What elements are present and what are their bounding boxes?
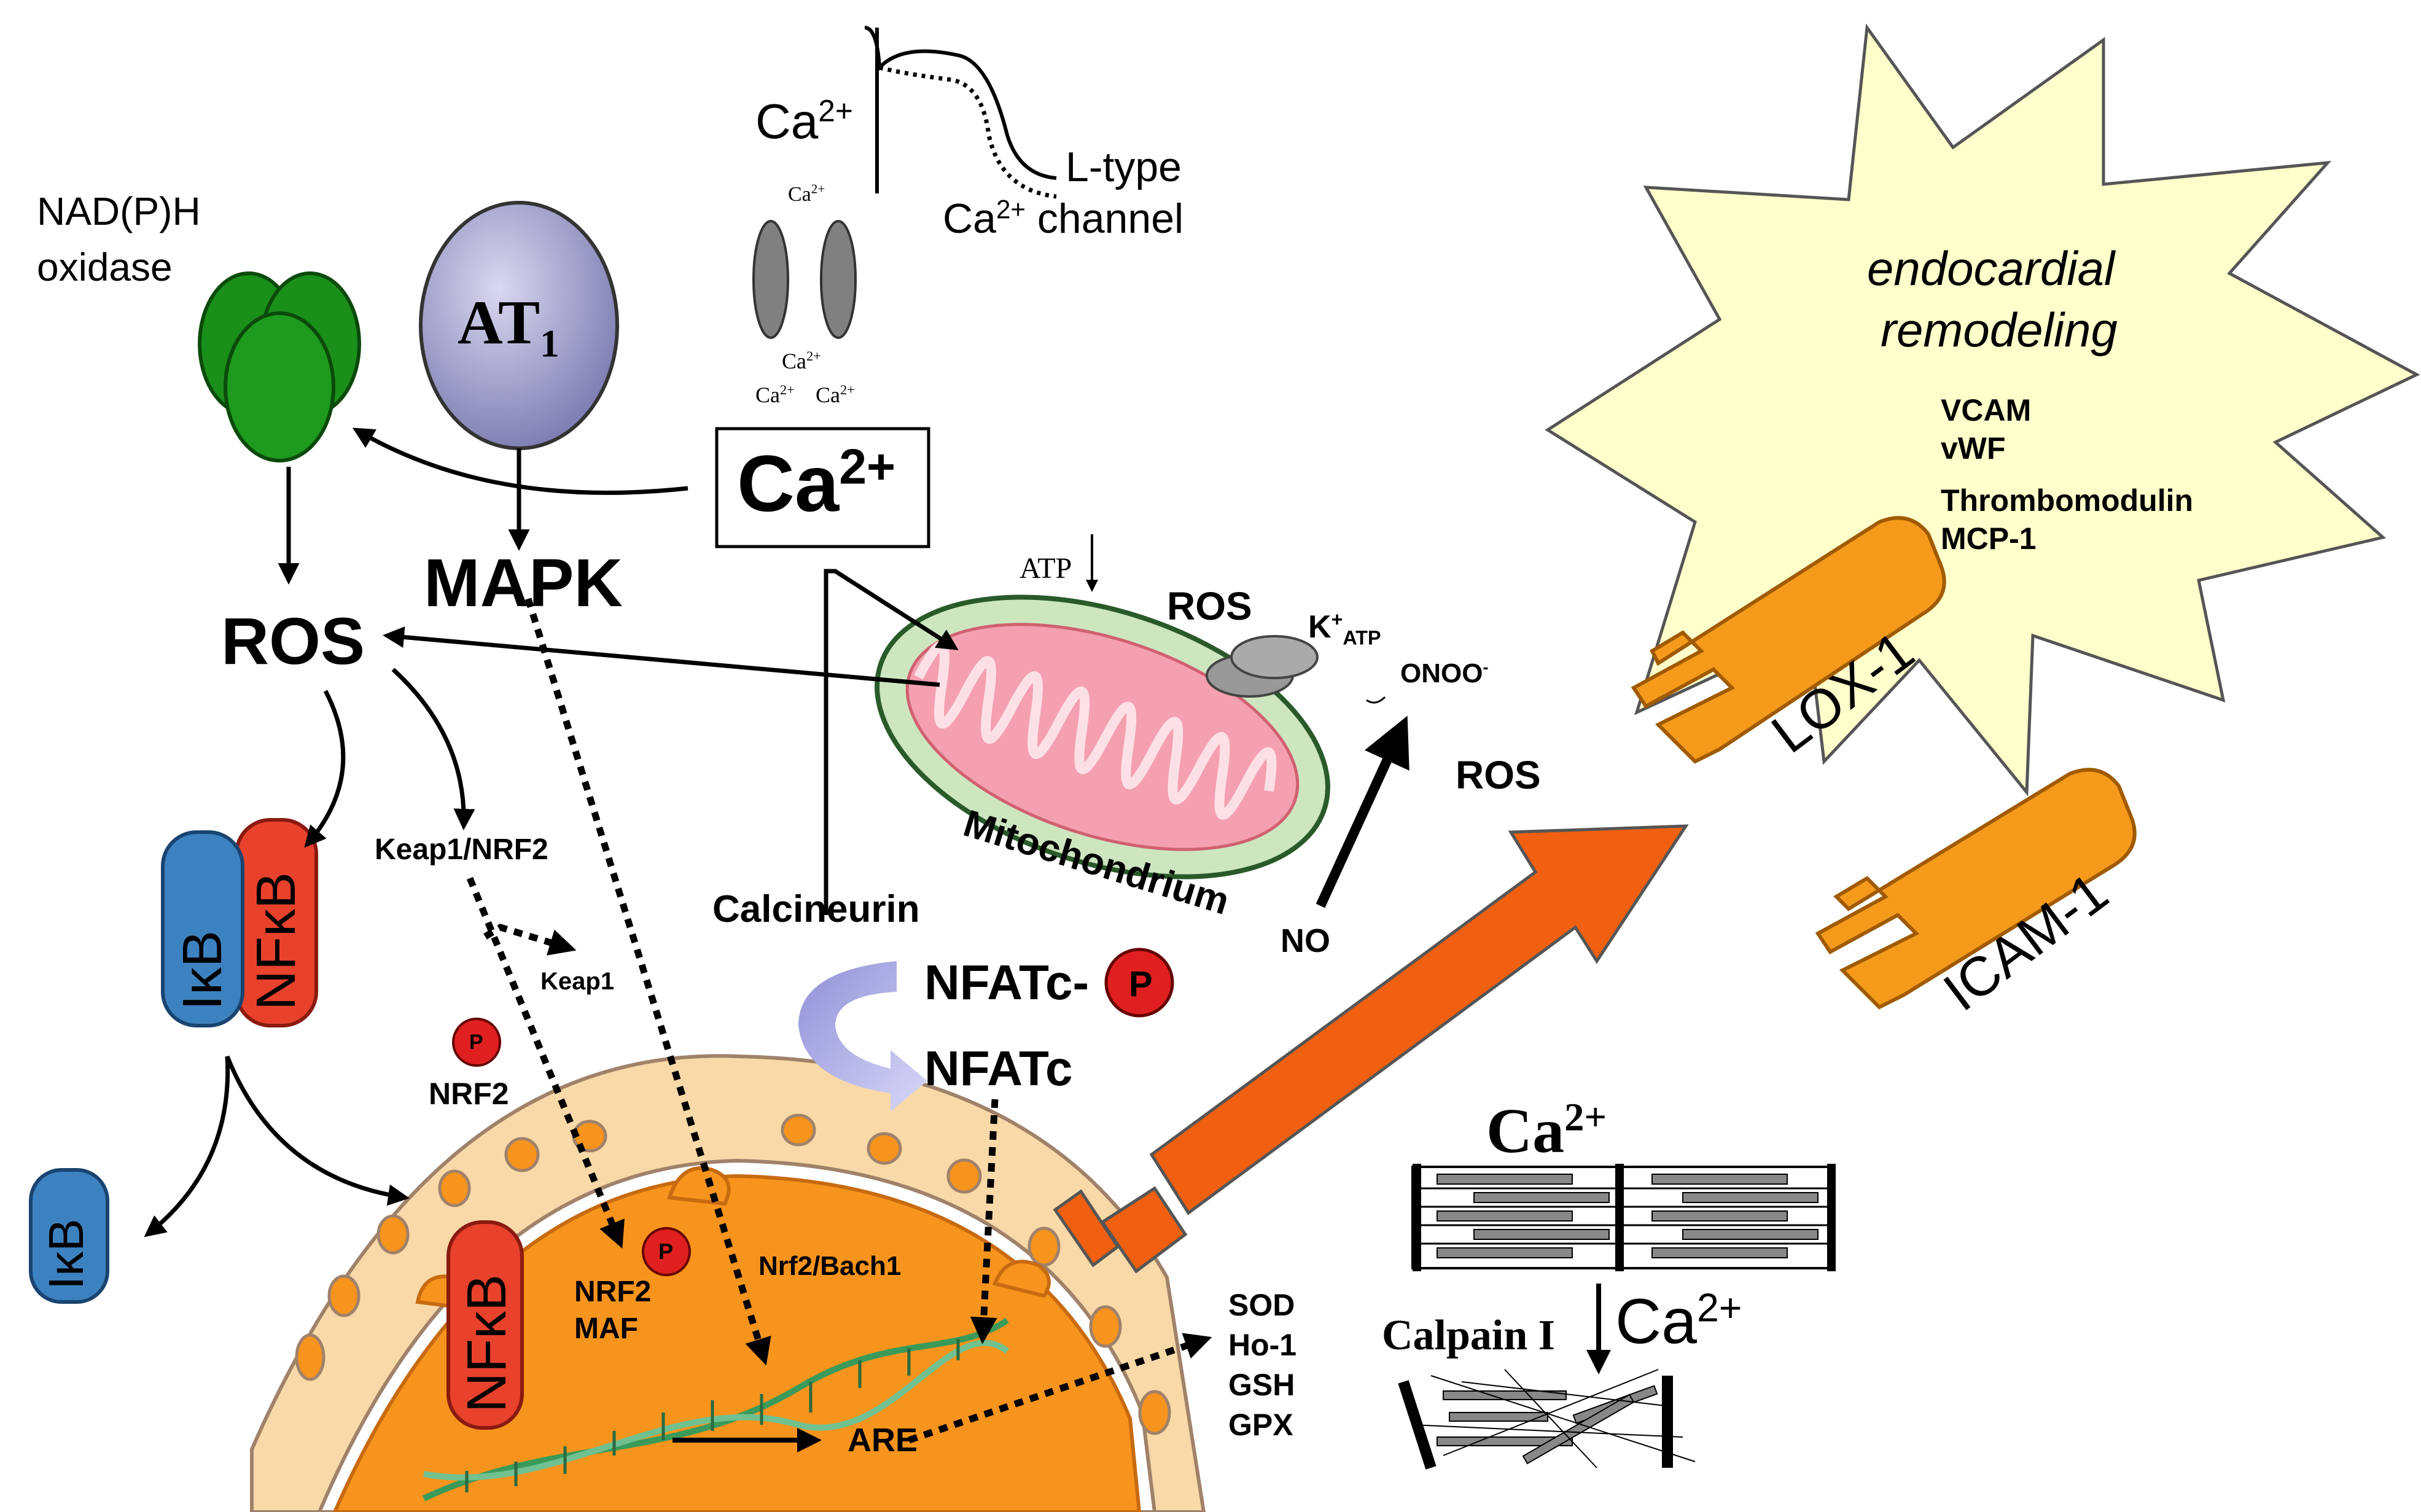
thrombomodulin-label: Thrombomodulin bbox=[1941, 483, 2194, 518]
sod-label: SOD bbox=[1228, 1288, 1295, 1322]
no-label: NO bbox=[1281, 922, 1330, 959]
nadph-label: NAD(P)H bbox=[37, 189, 201, 233]
ikb-free bbox=[29, 1168, 109, 1304]
nfatc-p-label: NFATc- bbox=[924, 955, 1090, 1010]
nfatc-dephosphorylation-arrow bbox=[798, 961, 927, 1112]
nfkb-nucleus-label: NFκB bbox=[456, 1274, 518, 1413]
ca-box-label: Ca2+ bbox=[737, 438, 896, 528]
small-ca-3: Ca2+ bbox=[755, 382, 795, 407]
calpain-ca-label: Ca2+ bbox=[1615, 1285, 1742, 1357]
gpx-label: GPX bbox=[1228, 1408, 1293, 1442]
at1-label: AT1 bbox=[458, 288, 559, 365]
ikb-label: IκB bbox=[172, 930, 233, 1010]
calcineurin-label: Calcineurin bbox=[712, 888, 920, 930]
mapk-label: MAPK bbox=[424, 545, 623, 621]
nadph-oxidase-icon bbox=[198, 271, 361, 462]
sarcomere-icon bbox=[1411, 1164, 1836, 1271]
ho1-label: Ho-1 bbox=[1228, 1328, 1297, 1362]
nfkb-target-arrow bbox=[1053, 824, 1689, 1274]
remodeling-label: remodeling bbox=[1881, 303, 2118, 357]
katp-label: K+ATP bbox=[1308, 608, 1381, 649]
keap1-nrf2-label: Keap1/NRF2 bbox=[375, 833, 548, 866]
nrf2-nucleus-label: NRF2 bbox=[574, 1276, 652, 1308]
ros-left-label: ROS bbox=[221, 604, 365, 678]
mcp1-label: MCP-1 bbox=[1941, 521, 2037, 556]
nfkb-label: NFκB bbox=[246, 872, 307, 1010]
icam1-receptor bbox=[1815, 768, 2137, 1010]
small-ca-2: Ca2+ bbox=[782, 348, 821, 373]
ltype-label: L-type bbox=[1066, 144, 1182, 190]
p-badge-nrf2: P bbox=[469, 1031, 483, 1054]
calcium-channel-icon bbox=[752, 26, 1057, 339]
ikb-free-label: IκB bbox=[39, 1218, 93, 1290]
ikb-nfkb-complex bbox=[161, 818, 318, 1027]
ca-box bbox=[715, 427, 930, 548]
nfatc-label: NFATc bbox=[924, 1041, 1073, 1096]
vcam-label: VCAM bbox=[1941, 393, 2032, 427]
nucleus-icon bbox=[250, 1054, 1206, 1512]
oxidase-label: oxidase bbox=[37, 245, 173, 289]
calpain-label: Calpain I bbox=[1382, 1312, 1556, 1359]
small-ca-1: Ca2+ bbox=[788, 181, 825, 206]
ca-channel-label: Ca2+ channel bbox=[943, 195, 1184, 242]
dna-helix-icon bbox=[422, 1317, 1010, 1502]
endocardial-label: endocardial bbox=[1867, 241, 2115, 295]
nrf2-label: NRF2 bbox=[429, 1077, 509, 1111]
p-badge-nfatc: P bbox=[1129, 964, 1153, 1004]
ros-right-label: ROS bbox=[1456, 753, 1541, 797]
lox1-receptor bbox=[1631, 516, 1946, 764]
ca-graph-label: Ca2+ bbox=[755, 93, 853, 149]
p-badge-nucleus: P bbox=[658, 1239, 674, 1264]
atp-label: ATP bbox=[1019, 552, 1072, 585]
onoo-label: ONOO- bbox=[1400, 657, 1489, 688]
keap1-label: Keap1 bbox=[540, 968, 615, 995]
gsh-label: GSH bbox=[1228, 1368, 1295, 1402]
small-ca-4: Ca2+ bbox=[816, 382, 855, 407]
maf-label: MAF bbox=[574, 1312, 638, 1345]
nfkb-nucleus bbox=[446, 1220, 524, 1430]
damaged-sarcomere-icon bbox=[1398, 1369, 1696, 1470]
are-label: ARE bbox=[848, 1422, 918, 1459]
sarcomere-ca-label: Ca2+ bbox=[1486, 1095, 1607, 1166]
nrf2-bach1-label: Nrf2/Bach1 bbox=[758, 1251, 902, 1281]
ros-mito-label: ROS bbox=[1167, 584, 1252, 628]
vwf-label: vWF bbox=[1941, 431, 2006, 466]
